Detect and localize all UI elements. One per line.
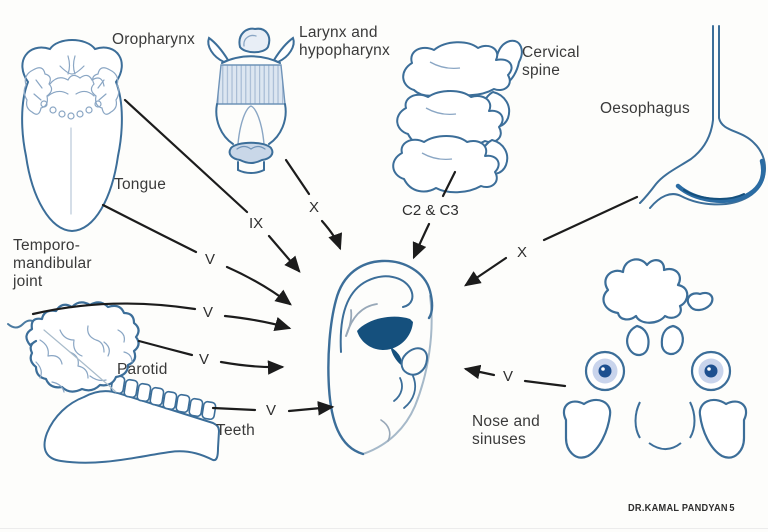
slide-bottom-edge bbox=[0, 528, 768, 529]
oesophagus-illustration bbox=[639, 25, 766, 209]
left-eye bbox=[584, 350, 626, 392]
ear-illustration bbox=[327, 259, 434, 456]
label-parotid: Parotid bbox=[117, 361, 168, 378]
footer-page-number: 5 bbox=[729, 503, 735, 514]
label-tongue: Tongue bbox=[114, 176, 167, 193]
cervical-spine-illustration bbox=[392, 39, 523, 194]
label-cervical-line2: spine bbox=[522, 62, 561, 79]
arrow-parotid-to-ear bbox=[137, 339, 285, 375]
arrow-nose-to-ear bbox=[463, 364, 567, 388]
slide-footer: DR.KAMAL PANDYAN 5 bbox=[628, 503, 735, 514]
nerve-label-c2c3: C2 & C3 bbox=[402, 202, 459, 219]
label-tmj-line3: joint bbox=[13, 273, 43, 290]
nerve-label-v-nose: V bbox=[503, 368, 514, 385]
label-oropharynx: Oropharynx bbox=[112, 31, 195, 48]
arrow-tongue-to-ear bbox=[101, 203, 292, 306]
nose-sinuses-illustration bbox=[562, 258, 748, 459]
label-tmj-line1: Temporo- bbox=[13, 237, 81, 254]
nerve-label-x-larynx: X bbox=[309, 199, 320, 216]
nerve-label-x-oesophagus: X bbox=[517, 244, 528, 261]
nerve-label-v-parotid: V bbox=[199, 351, 210, 368]
label-cervical-line1: Cervical bbox=[522, 44, 580, 61]
nerve-label-v-tongue: V bbox=[205, 251, 216, 268]
label-oesophagus: Oesophagus bbox=[600, 100, 690, 117]
tongue-oropharynx-illustration bbox=[21, 39, 123, 233]
label-nose-line1: Nose and bbox=[472, 413, 540, 430]
arrow-oropharynx-to-ear bbox=[123, 98, 301, 273]
larynx-illustration bbox=[207, 27, 295, 174]
label-larynx-line1: Larynx and bbox=[299, 24, 378, 41]
right-eye bbox=[690, 350, 732, 392]
arrow-teeth-to-ear bbox=[211, 401, 335, 416]
jaw-parotid-illustration bbox=[7, 301, 220, 464]
footer-author: DR.KAMAL PANDYAN bbox=[628, 503, 728, 514]
arrows bbox=[31, 98, 639, 416]
nerve-label-v-tmj: V bbox=[203, 304, 214, 321]
arrow-tmj-to-ear bbox=[31, 302, 292, 331]
arrow-larynx-to-ear bbox=[284, 158, 343, 251]
label-tmj-line2: mandibular bbox=[13, 255, 92, 272]
arrow-cervical-to-ear bbox=[412, 170, 457, 260]
label-teeth: Teeth bbox=[216, 422, 255, 439]
label-nose-line2: sinuses bbox=[472, 431, 526, 448]
label-larynx-line2: hypopharynx bbox=[299, 42, 390, 59]
nerve-label-ix: IX bbox=[249, 215, 264, 232]
arrow-oesophagus-to-ear bbox=[463, 195, 639, 287]
nerve-label-v-teeth: V bbox=[266, 402, 277, 419]
